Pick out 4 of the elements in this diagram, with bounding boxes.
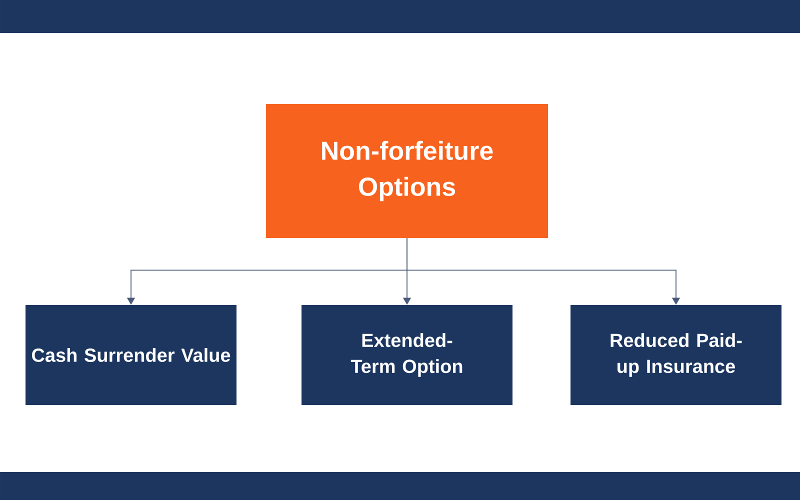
option-box: Cash Surrender Value xyxy=(26,305,236,405)
option-box: Reduced Paid-up Insurance xyxy=(570,305,782,405)
title-box: Non-forfeiture Options xyxy=(266,104,548,238)
option-box: Extended-Term Option xyxy=(302,305,512,405)
